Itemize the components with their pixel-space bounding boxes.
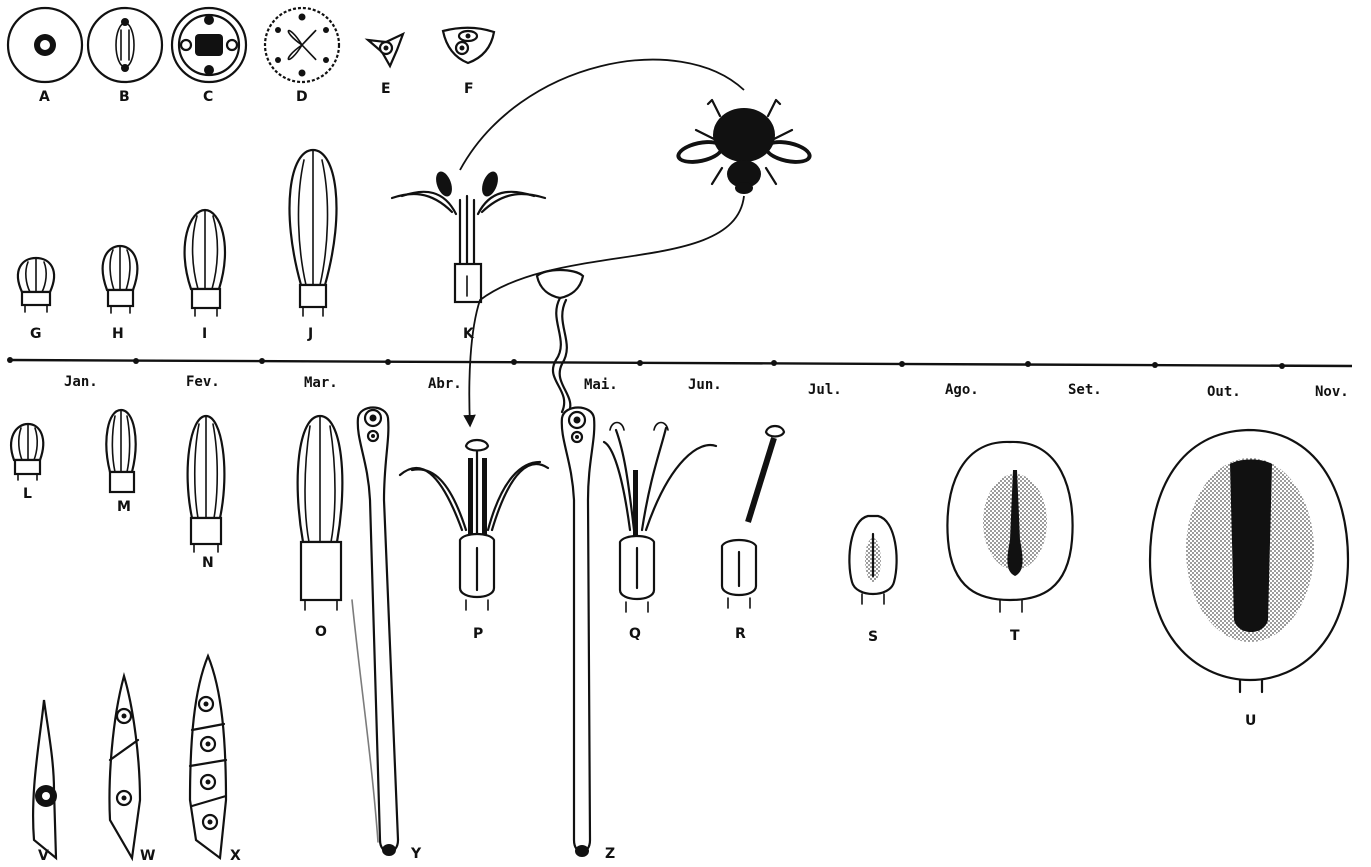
stage-label: E xyxy=(381,81,391,97)
timeline: Jan. Fev. Mar. Abr. Mai. Jun. Jul. Ago. … xyxy=(7,357,1352,400)
stage-p: P xyxy=(400,440,548,642)
month-label: Fev. xyxy=(186,374,220,390)
stage-label: B xyxy=(119,89,130,105)
stage-label: X xyxy=(230,848,241,862)
stage-r: R xyxy=(722,426,784,642)
stage-label: T xyxy=(1010,628,1020,644)
stage-label: N xyxy=(202,555,214,571)
stage-q: Q xyxy=(604,423,716,643)
stage-e: E xyxy=(368,34,403,97)
stage-k: K xyxy=(392,169,545,342)
timeline-axis xyxy=(10,360,1352,366)
stage-f: F xyxy=(443,28,494,97)
stage-label: Q xyxy=(629,626,641,642)
stage-label: O xyxy=(315,624,327,640)
month-label: Ago. xyxy=(945,382,979,398)
stage-label: Z xyxy=(605,846,615,862)
stage-label: F xyxy=(464,81,474,97)
stage-i: I xyxy=(185,210,225,342)
stage-label: D xyxy=(296,89,308,105)
stage-label: C xyxy=(203,89,213,105)
stage-z: Z xyxy=(537,270,615,862)
month-label: Nov. xyxy=(1315,384,1349,400)
stage-c: C xyxy=(172,8,246,105)
stage-label: S xyxy=(868,629,878,645)
stage-o: O xyxy=(298,416,343,640)
month-label: Abr. xyxy=(428,376,462,392)
insect-icon xyxy=(674,100,814,194)
stage-u: U xyxy=(1150,430,1348,729)
month-label: Mai. xyxy=(584,377,618,393)
stage-label: J xyxy=(307,326,313,342)
stage-a: A xyxy=(8,8,82,105)
stage-label: U xyxy=(1245,713,1256,729)
stage-h: H xyxy=(103,246,138,342)
stage-l: L xyxy=(11,424,43,502)
stage-label: G xyxy=(30,326,42,342)
stage-label: H xyxy=(112,326,124,342)
style-remnant xyxy=(748,438,774,522)
stage-s: S xyxy=(849,516,896,645)
stage-label: M xyxy=(117,499,131,515)
stage-t: T xyxy=(947,442,1072,644)
stage-x: X xyxy=(190,656,241,862)
stage-label: Y xyxy=(410,846,422,862)
month-label: Out. xyxy=(1207,384,1241,400)
stage-g: G xyxy=(18,258,54,342)
month-label: Mar. xyxy=(304,375,338,391)
stage-label: A xyxy=(39,89,50,105)
month-label: Jul. xyxy=(808,382,842,398)
stage-v: V xyxy=(33,700,57,862)
stage-b: B xyxy=(88,8,162,105)
stage-m: M xyxy=(106,410,135,515)
stage-label: P xyxy=(473,626,483,642)
stage-label: R xyxy=(735,626,746,642)
stage-y: Y xyxy=(352,408,422,863)
stage-label: L xyxy=(23,486,32,502)
stage-label: I xyxy=(202,326,207,342)
stage-n: N xyxy=(188,416,225,571)
month-label: Jun. xyxy=(688,377,722,393)
month-label: Jan. xyxy=(64,374,98,390)
month-label: Set. xyxy=(1068,382,1102,398)
stage-label: V xyxy=(38,848,49,862)
stage-d: D xyxy=(265,8,339,105)
stage-j: J xyxy=(290,150,337,342)
month-labels: Jan. Fev. Mar. Abr. Mai. Jun. Jul. Ago. … xyxy=(64,374,1349,400)
stage-label: W xyxy=(140,848,155,862)
stage-w: W xyxy=(110,676,156,862)
